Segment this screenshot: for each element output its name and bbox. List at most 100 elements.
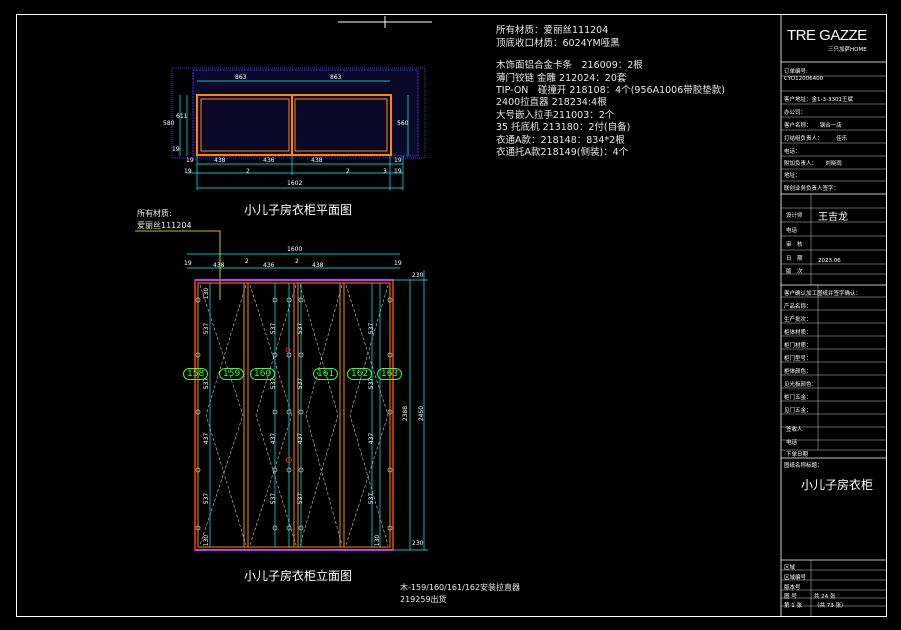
tb-row: 地址： [784, 173, 801, 179]
drawing-name-label: 图纸名称标题： [784, 463, 823, 469]
elev-dim-right-outer: 2450 [418, 405, 426, 422]
prod-row: 柜体颜色： [784, 369, 812, 375]
drawing-name: 小儿子房衣柜 [801, 478, 874, 492]
elev-dim: 2 [295, 258, 299, 265]
drawing-frame [16, 14, 887, 617]
prod-row: 产品名称： [784, 304, 812, 310]
elev-col-dim: 537 [297, 377, 305, 390]
prod-row: 见光板颜色： [784, 382, 818, 388]
elev-col-dim: 537 [203, 492, 211, 505]
elevation-title: 小儿子房衣柜立面图 [244, 569, 353, 583]
brand-logo-sub: 三只加萨HOME [828, 47, 867, 53]
prod-row: 柜门型号： [784, 356, 812, 362]
footer-row: 版本号 [784, 585, 801, 591]
footer-row: 区域 [784, 565, 796, 571]
phone2-label: 电话 [786, 440, 798, 446]
designer-name: 王吉龙 [818, 212, 848, 223]
date-label: 日 期 [786, 256, 803, 262]
elev-dim-right-inner: 2388 [402, 405, 410, 422]
elev-col-dim: 537 [368, 377, 376, 390]
elev-dim: 2 [245, 258, 249, 265]
footer-row: 第 1 张 [784, 603, 802, 609]
plan-dim-left-outer: 580 [163, 120, 175, 127]
plan-dim: 438 [311, 157, 323, 164]
order-date-label: 下单日期 [786, 452, 809, 458]
panel-tag: 159 [219, 368, 245, 380]
brand-logo: TRE GAZZE [787, 27, 867, 44]
tb-row: 打结组负责人： 佳乐 [784, 136, 848, 142]
phone-label: 电话 [786, 228, 798, 234]
footer-row: （共 73 张） [814, 603, 847, 609]
bottom-note: 219259出货 [400, 595, 447, 604]
note-line: 大号嵌入拉手211003：2个 [496, 110, 615, 121]
tb-row: 客户地址：金1-3-3301王斌 [784, 97, 853, 103]
footer-row: 区域编号 [784, 575, 807, 581]
panel-tag: 162 [347, 368, 373, 380]
plan-dim: 438 [214, 157, 226, 164]
prod-row: 柜体材质： [784, 330, 812, 336]
elev-col-dim: 537 [270, 492, 278, 505]
plan-dim-left-small: 19 [172, 146, 180, 153]
footer-row: 共 24 张 [814, 594, 836, 600]
elev-col-dim: 437 [297, 432, 305, 445]
elev-dim-total: 1600 [287, 246, 303, 253]
plan-dim: 19 [184, 168, 192, 175]
panel-tag: 163 [377, 368, 403, 380]
plan-dim: 436 [263, 157, 275, 164]
note-line: 衣通托A款218149(侧装)：4个 [496, 147, 629, 158]
elev-dim: 438 [213, 262, 225, 269]
note-line: 衣通A款：218148：834*2根 [496, 135, 625, 146]
prod-row: 见门五金： [784, 408, 812, 414]
tb-row: 联创业务负责人签字： [784, 186, 840, 192]
elev-dim-right-small: 230 [412, 272, 424, 279]
panel-tag: 160 [250, 368, 276, 380]
plan-dim-right-inner: 560 [397, 120, 409, 127]
plan-cabinet [196, 94, 392, 156]
elev-dim: 436 [263, 262, 275, 269]
materials-label: 所有材质: [137, 209, 172, 218]
plan-title: 小儿子房衣柜平面图 [244, 203, 353, 217]
elev-dim: 438 [312, 262, 324, 269]
elev-col-dim: 130 [374, 534, 382, 547]
elev-dim: 19 [394, 260, 402, 267]
review-label: 审 核 [786, 242, 803, 248]
bottom-note: 木-159/160/161/162安装拉直器 [400, 583, 521, 592]
tb-row: 订单编号: [784, 69, 808, 75]
tb-row: 附加负责人： 刘晓雨 [784, 161, 842, 167]
prod-row: 柜门五金： [784, 395, 812, 401]
elev-col-dim: 130 [203, 287, 211, 300]
plan-dim-top: 863 [235, 74, 247, 81]
plan-dim: 2 [246, 168, 250, 175]
elev-col-dim: 537 [297, 492, 305, 505]
prod-row: 生产批次： [784, 317, 812, 323]
note-line: TIP-ON 碰撞开 218108：4个(956A1006带胶垫款) [496, 85, 725, 96]
note-line: 顶底收口材质：6024YM哑黑 [496, 38, 620, 49]
tb-row: 办公司： [784, 110, 807, 116]
elev-dim: 19 [184, 260, 192, 267]
designer-label: 设计师 [786, 213, 803, 219]
plan-dim: 3 [383, 168, 387, 175]
plan-dim: 19 [394, 168, 402, 175]
plan-dim-total: 1602 [287, 180, 303, 187]
note-line: 木饰面铝合金卡条 216009：2根 [496, 60, 643, 71]
plan-dim: 19 [394, 157, 402, 164]
elev-col-dim: 537 [203, 322, 211, 335]
elev-col-dim: 437 [368, 432, 376, 445]
note-line: 35 托底机 213180：2付(自备) [496, 122, 631, 133]
materials-value: 爱丽丝111204 [137, 221, 192, 230]
note-line: 所有材质：爱丽丝111204 [496, 25, 609, 36]
note-line: 2400拉直器 218234:4根 [496, 97, 607, 108]
plan-dim: 2 [346, 168, 350, 175]
date-value: 2023.06 [818, 258, 841, 264]
prod-row: 柜门材质： [784, 343, 812, 349]
elev-col-dim: 537 [270, 322, 278, 335]
panel-tag: 158 [183, 368, 209, 380]
elev-col-dim: 537 [368, 322, 376, 335]
elev-col-dim: 130 [203, 534, 211, 547]
tb-row: 客户名称： 钢合一店 [784, 123, 842, 129]
tb-row: CYO12006400 [784, 76, 824, 82]
plan-dim-left-inner: 611 [176, 113, 188, 120]
footer-row: 图 号 [784, 594, 797, 600]
panel-tag: 161 [313, 368, 339, 380]
